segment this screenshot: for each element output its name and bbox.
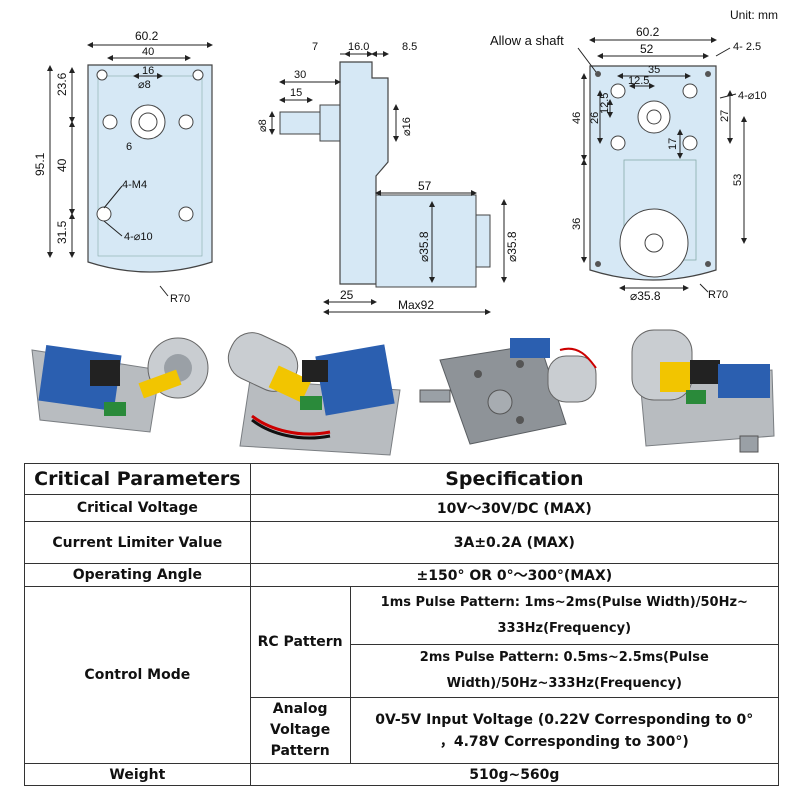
side-d7: 7	[312, 41, 318, 53]
rc-1ms-line1: 1ms Pulse Pattern: 1ms~2ms(Pulse Width)/…	[380, 594, 748, 610]
photo-angle-1	[31, 337, 209, 433]
side-motor-dia: ⌀35.8	[417, 231, 431, 262]
back-radius-label: R70	[708, 289, 728, 301]
table-row: Weight 510g~560g	[24, 763, 780, 786]
front-offset: 6	[126, 141, 132, 153]
table-row: Analog Voltage Pattern 0V-5V Input Volta…	[25, 697, 780, 764]
front-hole-center: 16	[142, 65, 154, 77]
front-hole-label: 4-⌀10	[124, 231, 153, 243]
side-d15: 15	[290, 87, 302, 99]
back-v46: 46	[571, 112, 583, 124]
back-v27: 27	[719, 110, 731, 122]
back-v17: 17	[667, 138, 679, 150]
back-hole-label: 4-⌀10	[738, 90, 767, 102]
side-view: 7 16.0 8.5 30 15 ⌀8 ⌀16 57 ⌀35.8 ⌀35.8 2…	[257, 41, 519, 315]
photo-angle-3	[419, 338, 597, 445]
weight-value: 510g~560g	[249, 763, 780, 786]
product-photos	[31, 329, 775, 456]
front-width-inner: 40	[142, 46, 154, 58]
side-hub-dia: ⌀16	[401, 117, 413, 136]
analog-label-1: Analog	[272, 701, 328, 717]
control-label: Control Mode	[24, 586, 251, 764]
front-width-top: 60.2	[135, 29, 159, 43]
photo-angle-2	[227, 332, 401, 456]
analog-line2: ，4.78V Corresponding to 300°)	[439, 733, 689, 750]
back-width-inner: 52	[640, 42, 654, 56]
side-shaft-dia: ⌀8	[257, 119, 269, 132]
rc-1ms-cell: 1ms Pulse Pattern: 1ms~2ms(Pulse Width)/…	[349, 586, 780, 645]
back-span-35: 35	[648, 64, 660, 76]
analog-line1: 0V-5V Input Voltage (0.22V Corresponding…	[375, 711, 754, 728]
table-row: Critical Voltage 10V～30V/DC (MAX)	[24, 494, 780, 522]
back-width-top: 60.2	[636, 25, 660, 39]
front-view: 60.2 40 16 ⌀8 6 23.6 40 95.1 31.5 4-M4 4…	[33, 29, 213, 305]
back-span-12-5a: 12.5	[628, 75, 649, 87]
rc-2ms-line1: 2ms Pulse Pattern: 0.5ms~2.5ms(Pulse	[419, 650, 709, 665]
side-d8-5: 8.5	[402, 41, 417, 53]
back-span-12-5b: 12.5	[599, 93, 611, 114]
front-radius-label: R70	[170, 293, 190, 305]
weight-label: Weight	[24, 763, 251, 786]
voltage-value: 10V～30V/DC (MAX)	[249, 494, 780, 522]
front-h-mid: 40	[55, 158, 69, 172]
back-v53: 53	[732, 174, 744, 186]
technical-drawings: 60.2 40 16 ⌀8 6 23.6 40 95.1 31.5 4-M4 4…	[33, 25, 767, 315]
table-row: Current Limiter Value 3A±0.2A (MAX)	[24, 521, 780, 564]
rc-2ms-cell: 2ms Pulse Pattern: 0.5ms~2.5ms(Pulse Wid…	[349, 644, 780, 698]
back-allow-shaft: Allow a shaft	[490, 33, 564, 48]
analog-label-cell: Analog Voltage Pattern	[249, 697, 351, 764]
current-label: Current Limiter Value	[24, 521, 251, 564]
analog-value-cell: 0V-5V Input Voltage (0.22V Corresponding…	[349, 697, 780, 764]
back-corner-holes: 4- 2.5	[733, 41, 761, 53]
analog-label-2: Voltage	[270, 722, 331, 738]
rc-2ms-line2: Width)/50Hz~333Hz(Frequency)	[446, 676, 682, 691]
header-spec: Specification	[249, 463, 780, 495]
table-row: Operating Angle ±150° OR 0°～300°(MAX)	[24, 563, 780, 587]
rc-1ms-line2: 333Hz(Frequency)	[497, 620, 632, 636]
angle-label: Operating Angle	[24, 563, 251, 587]
front-h-top: 23.6	[55, 72, 69, 96]
spec-table: Critical Parameters Specification Critic…	[24, 463, 780, 786]
side-d16: 16.0	[348, 41, 369, 53]
back-v26: 26	[589, 112, 601, 124]
front-thread-label: 4-M4	[122, 179, 147, 191]
analog-label-3: Pattern	[270, 743, 330, 759]
front-shaft-dia: ⌀8	[138, 79, 151, 91]
unit-label: Unit: mm	[730, 8, 778, 22]
front-h-total: 95.1	[33, 152, 47, 176]
side-max-len: Max92	[398, 298, 434, 312]
table-row: 2ms Pulse Pattern: 0.5ms~2.5ms(Pulse Wid…	[25, 644, 780, 698]
header-param: Critical Parameters	[24, 463, 251, 495]
front-h-bottom: 31.5	[55, 220, 69, 244]
current-value: 3A±0.2A (MAX)	[249, 521, 780, 564]
voltage-label: Critical Voltage	[24, 494, 251, 522]
rc-label: RC Pattern	[249, 586, 351, 698]
angle-value: ±150° OR 0°～300°(MAX)	[249, 563, 780, 587]
table-header-row: Critical Parameters Specification	[24, 463, 780, 495]
photo-angle-4	[631, 329, 775, 453]
table-row: Control Mode RC Pattern 1ms Pulse Patter…	[24, 586, 780, 764]
side-base: 25	[340, 288, 354, 302]
back-view: Allow a shaft 60.2 52 4- 2.5 35 12.5 12.…	[490, 25, 767, 303]
side-motor-dia-2: ⌀35.8	[505, 231, 519, 262]
back-motor-dia: ⌀35.8	[630, 289, 661, 303]
back-v36: 36	[571, 218, 583, 230]
side-motor-len: 57	[418, 179, 432, 193]
side-d30: 30	[294, 69, 306, 81]
